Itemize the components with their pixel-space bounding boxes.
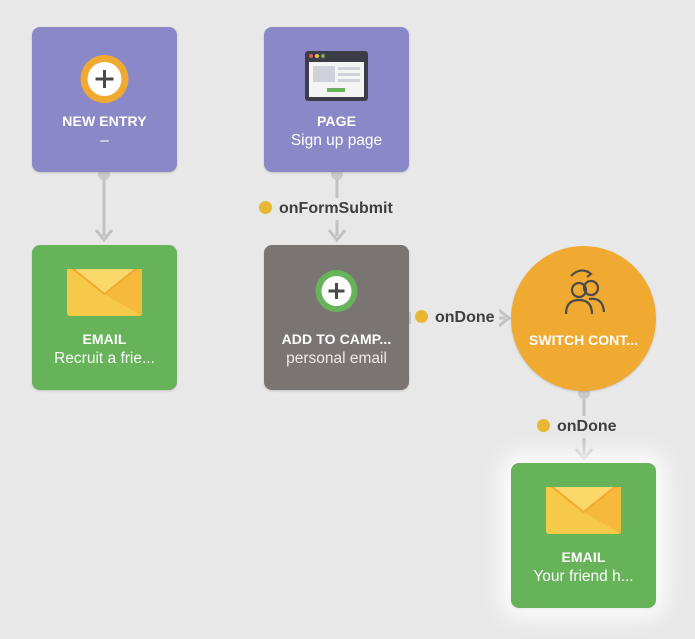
edge-label-text: onDone [557,418,617,435]
node-email-friend[interactable]: EMAIL Your friend h... [511,463,656,608]
node-email-recruit[interactable]: EMAIL Recruit a frie... [32,245,177,390]
node-new-entry[interactable]: NEW ENTRY – [32,27,177,172]
arrowhead [574,448,594,462]
node-subtitle: Recruit a frie... [54,350,155,367]
web-page-icon [264,51,409,109]
node-add-to-campaign[interactable]: ADD TO CAMP... personal email [264,245,409,390]
status-dot-icon [259,200,272,214]
node-title: EMAIL [82,331,127,347]
envelope-icon [32,263,177,327]
node-title: ADD TO CAMP... [281,331,392,347]
plus-circle-icon [264,269,409,327]
node-title: PAGE [316,113,357,129]
node-page[interactable]: PAGE Sign up page [264,27,409,172]
node-subtitle: Your friend h... [533,568,634,585]
node-subtitle: Sign up page [290,132,383,149]
envelope-icon [511,481,656,545]
status-dot-icon [537,418,550,432]
node-subtitle: personal email [286,350,387,367]
node-title: NEW ENTRY [62,113,147,129]
users-switch-icon [511,268,656,318]
node-title: SWITCH CONT... [529,332,638,348]
arrowhead [498,308,512,328]
edge-label-text: onFormSubmit [279,200,393,217]
plus-circle-icon [32,51,177,109]
edge-label-text: onDone [435,309,495,326]
edge-label-ondone[interactable]: onDone [533,416,621,438]
arrowhead [94,229,114,243]
node-switch-contact[interactable]: SWITCH CONT... [511,246,656,391]
arrowhead [327,229,347,243]
status-dot-icon [415,309,428,323]
node-title: EMAIL [561,549,606,565]
edge-label-onformsubmit[interactable]: onFormSubmit [255,198,397,220]
edge-label-ondone[interactable]: onDone [411,307,499,329]
node-subtitle: – [100,132,109,149]
